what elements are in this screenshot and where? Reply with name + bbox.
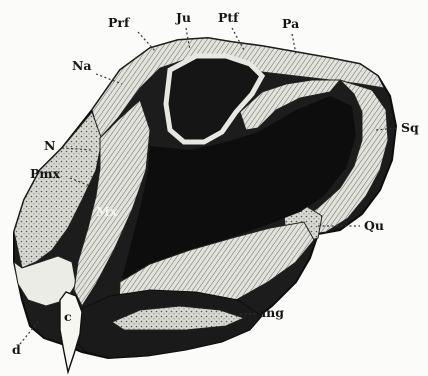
label-prf: Prf bbox=[108, 17, 129, 30]
label-d: d bbox=[12, 344, 21, 357]
label-c: c bbox=[64, 311, 72, 324]
label-ju: Ju bbox=[176, 12, 191, 25]
label-sq: Sq bbox=[401, 122, 419, 135]
label-pmx: Pmx bbox=[30, 168, 60, 181]
label-mx: Mx bbox=[96, 206, 117, 219]
label-ang: ang bbox=[258, 307, 284, 320]
canine-tooth bbox=[60, 292, 82, 372]
label-ptf: Ptf bbox=[218, 12, 239, 25]
label-n: N bbox=[44, 140, 55, 153]
label-qu: Qu bbox=[364, 220, 384, 233]
label-pa: Pa bbox=[282, 18, 299, 31]
label-na: Na bbox=[72, 60, 92, 73]
